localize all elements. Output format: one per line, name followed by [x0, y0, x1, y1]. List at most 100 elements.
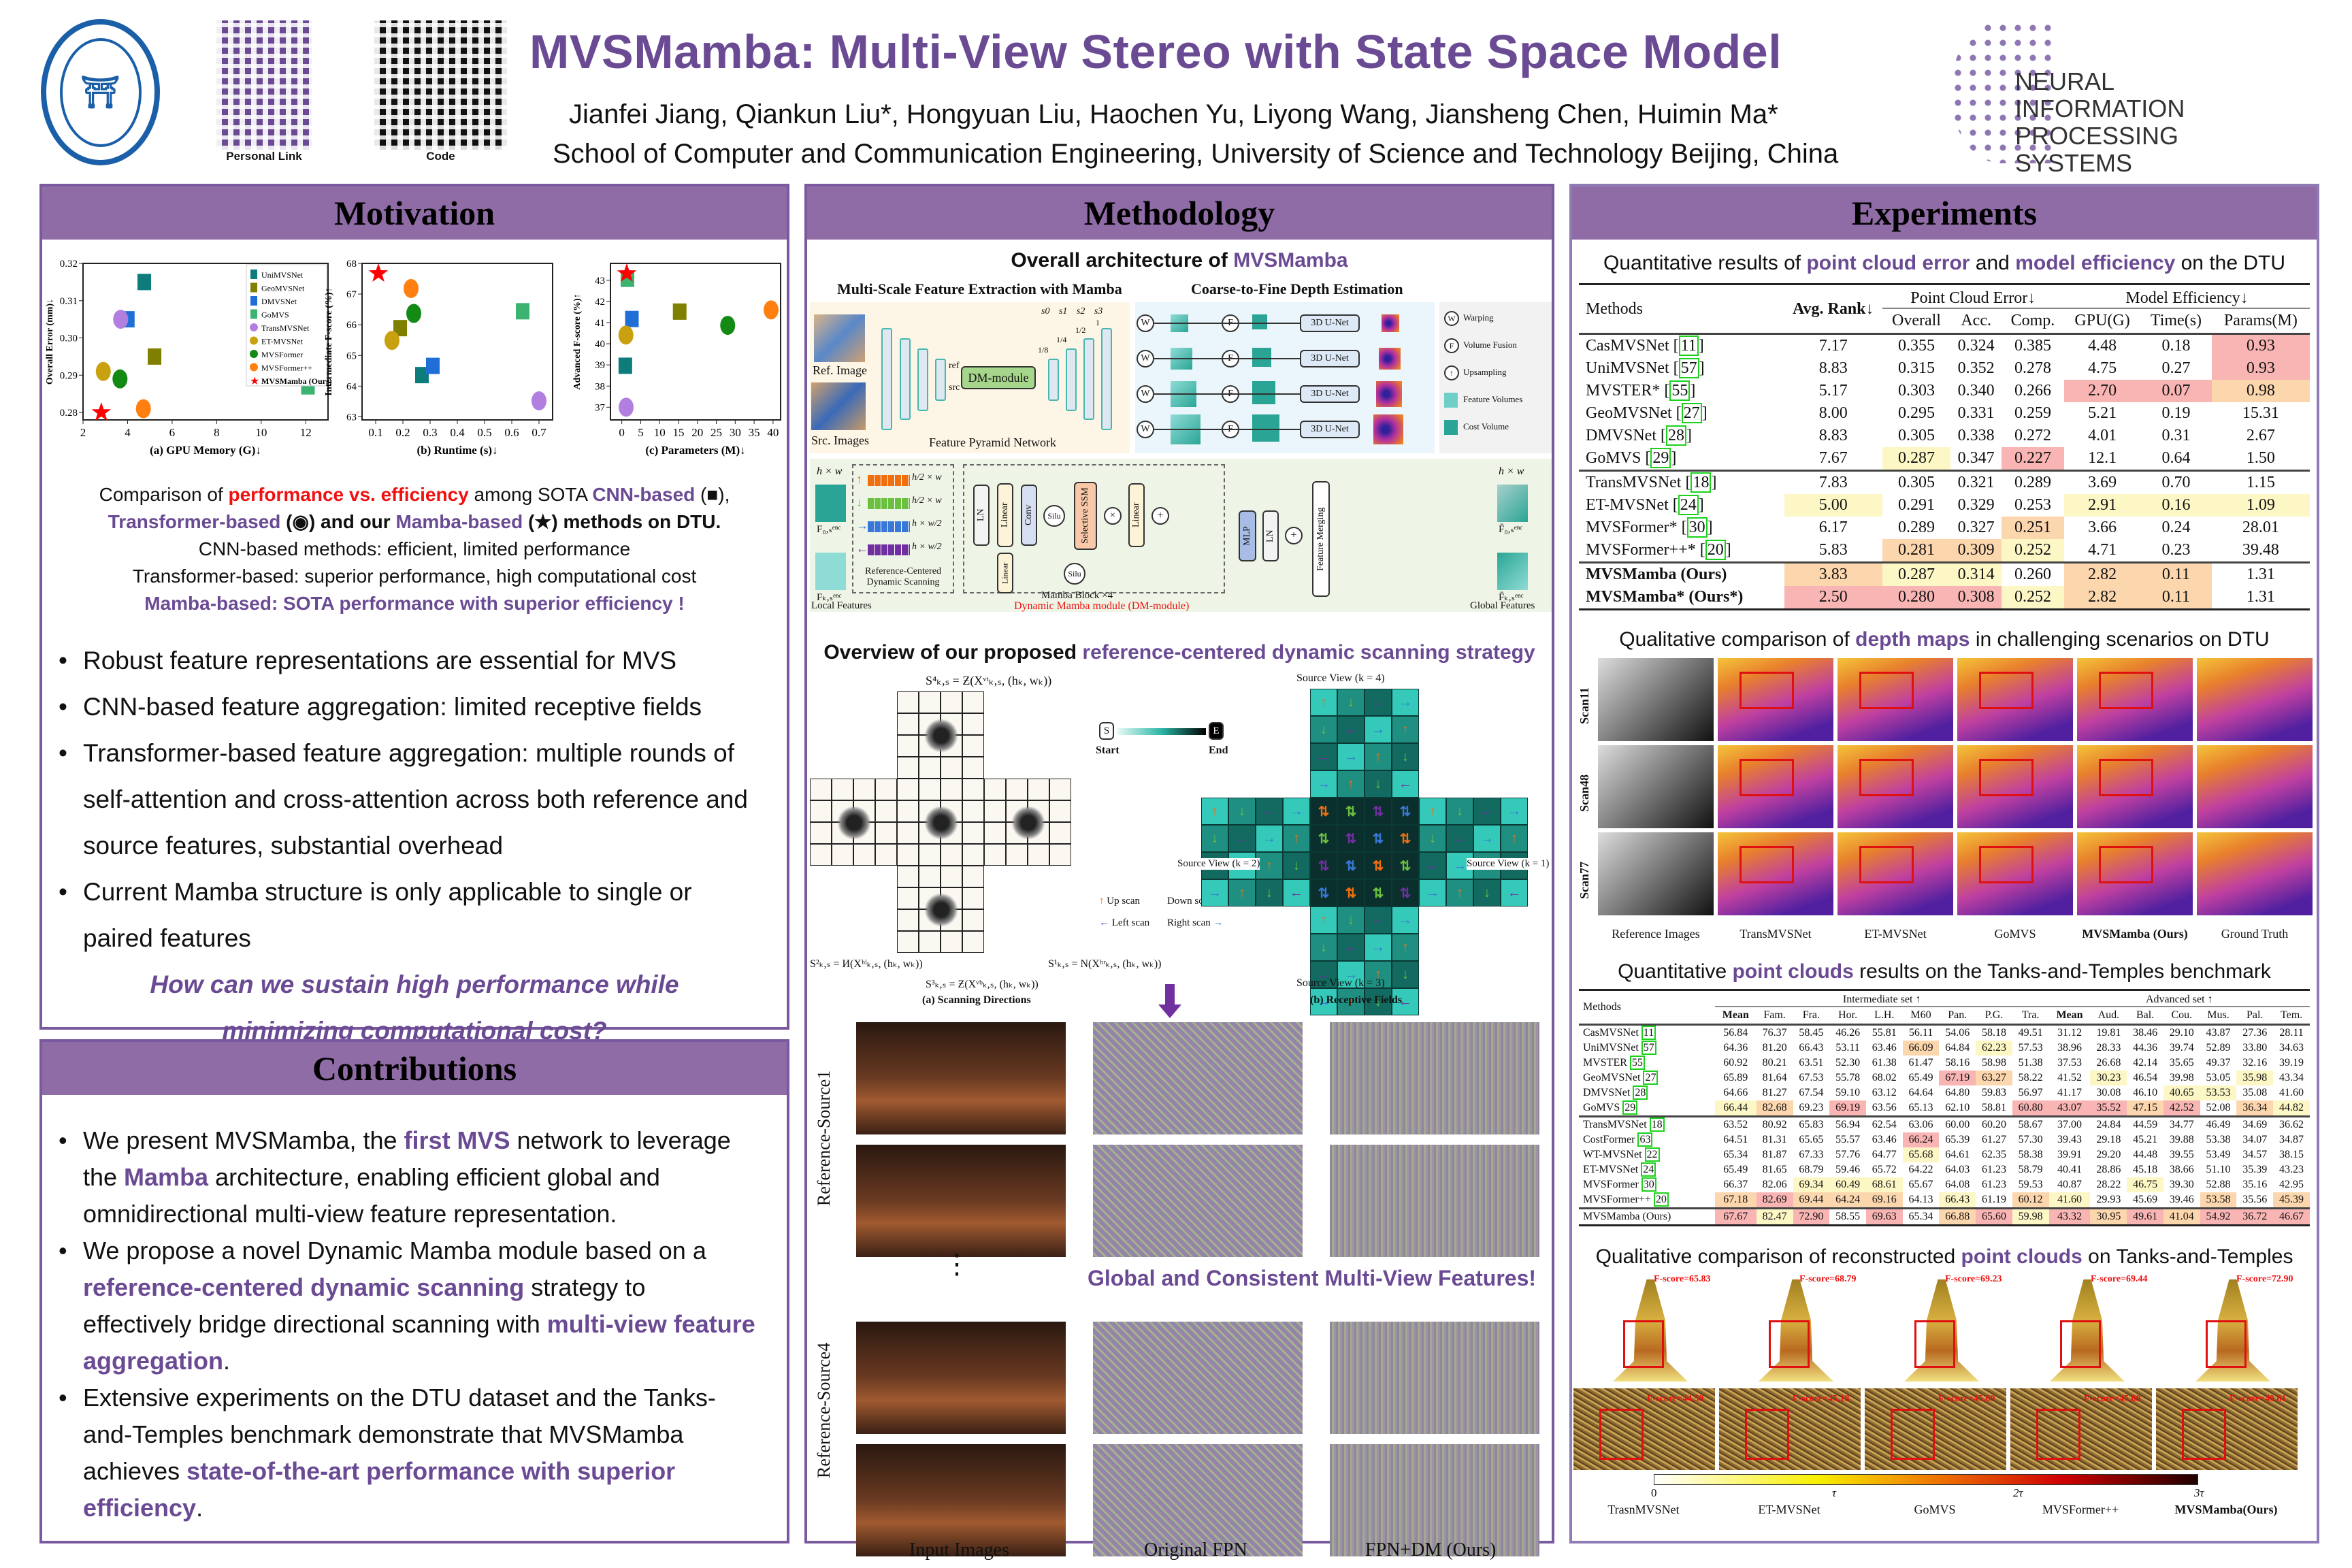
- citation-link[interactable]: 24: [1641, 1162, 1656, 1177]
- citation-link[interactable]: 63: [1637, 1132, 1653, 1147]
- citation-link[interactable]: 29: [1650, 448, 1671, 468]
- x-axis-label: (a) GPU Memory (G)↓: [150, 444, 261, 457]
- table-cell: 64.61: [1945, 1149, 1970, 1160]
- scan-shape-label: h × w/2: [912, 519, 942, 529]
- table-cell: 41.52: [2057, 1072, 2082, 1083]
- input-image: [856, 1444, 1066, 1556]
- method-label: CasMVSNet: [1583, 1027, 1642, 1039]
- receptive-cell: ↑: [1201, 798, 1228, 825]
- group-header: Point Cloud Error↓: [1882, 285, 2065, 309]
- citation-link[interactable]: 20: [1653, 1192, 1669, 1207]
- citation-link[interactable]: 30: [1686, 517, 1708, 538]
- table-cell: 62.35: [1981, 1149, 2006, 1160]
- table-cell: 60.20: [1981, 1119, 2006, 1130]
- depth-map-output: [1373, 414, 1403, 444]
- citation-link[interactable]: 27: [1681, 403, 1702, 423]
- citation-link[interactable]: 27: [1643, 1071, 1659, 1085]
- table-cell: 61.38: [1872, 1057, 1897, 1068]
- table-cell: 4.48: [2088, 337, 2117, 355]
- table-cell: 26.68: [2096, 1057, 2121, 1068]
- table-cell: 8.00: [1818, 404, 1848, 422]
- methodology-panel: Methodology Overall architecture of MVSM…: [804, 184, 1554, 1561]
- method-label: CasMVSNet [: [1586, 337, 1679, 355]
- citation-link[interactable]: 24: [1678, 495, 1699, 515]
- qr-personal-link[interactable]: Personal Link: [216, 20, 312, 163]
- citation-link[interactable]: 18: [1649, 1117, 1665, 1132]
- table-cell: 0.289: [2014, 474, 2051, 491]
- table-cell: 54.06: [1945, 1027, 1970, 1039]
- table-cell: 80.92: [1762, 1119, 1787, 1130]
- scan-cell: [897, 909, 919, 931]
- ballroom-point-cloud: [1865, 1388, 2006, 1470]
- table-cell: 2.67: [2246, 427, 2275, 444]
- text-segment: .: [196, 1494, 203, 1522]
- table-cell: 1.09: [2211, 494, 2310, 517]
- table-cell: 0.24: [2161, 519, 2191, 536]
- citation-link[interactable]: 20: [1705, 540, 1726, 560]
- citation-link[interactable]: 28: [1633, 1085, 1648, 1100]
- citation-link[interactable]: 28: [1666, 425, 1686, 446]
- fscore-label: F-score=69.23: [1945, 1274, 2002, 1284]
- receptive-cell: ↓: [1392, 961, 1419, 988]
- highlight-text: point clouds: [1961, 1245, 2082, 1268]
- fscore-label: F-score=68.79: [1799, 1274, 1857, 1284]
- citation-link[interactable]: 11: [1678, 336, 1699, 356]
- scan-cell: [941, 757, 962, 779]
- scan-cell: [875, 779, 897, 800]
- table-cell: 64.51: [1723, 1134, 1748, 1145]
- scan-direction-arrow-icon: ←: [856, 542, 868, 555]
- legend-label: GoMVS: [261, 310, 289, 320]
- table-cell: 66.43: [1799, 1042, 1824, 1054]
- receptive-cell: →: [1310, 770, 1337, 798]
- reference-image: [1598, 832, 1714, 915]
- neurips-dots-icon: [1950, 20, 2053, 163]
- method-name: GoMVS [29]: [1579, 447, 1784, 471]
- citation-link[interactable]: 57: [1641, 1041, 1656, 1055]
- table-cell: 49.61: [2127, 1208, 2163, 1224]
- citation-link[interactable]: 55: [1669, 380, 1690, 401]
- multiply-node: ×: [1104, 507, 1122, 525]
- qr-code-link[interactable]: Code: [374, 20, 507, 163]
- arch-legend-label: Upsampling: [1463, 367, 1507, 377]
- legend-marker: [250, 270, 257, 279]
- bullet: Transformer-based feature aggregation: m…: [49, 730, 760, 869]
- table-cell: 0.278: [2014, 359, 2051, 377]
- column-header: Cou.: [2171, 1009, 2193, 1021]
- table-cell: 45.21: [2133, 1134, 2158, 1145]
- citation-link[interactable]: 29: [1622, 1100, 1638, 1115]
- table-cell: 31.12: [2057, 1027, 2082, 1039]
- scan-cell: [962, 931, 984, 953]
- receptive-cell: →: [1365, 934, 1392, 961]
- table-cell: 62.54: [1872, 1119, 1897, 1130]
- down-arrow-icon: [1165, 984, 1175, 1007]
- method-name: MVSFormer++* [20]: [1579, 539, 1784, 563]
- receptive-cell: →: [1337, 961, 1365, 988]
- citation-link[interactable]: 57: [1678, 358, 1699, 378]
- fraction-label: 1/8: [1038, 345, 1049, 355]
- citation-link[interactable]: 55: [1629, 1056, 1645, 1070]
- receptive-cell: →: [1256, 825, 1283, 852]
- column-header: Fam.: [1763, 1009, 1786, 1021]
- hw-label: h × w: [1499, 466, 1524, 477]
- highlight-text: depth maps: [1855, 628, 1970, 651]
- table-cell: 28.86: [2096, 1164, 2121, 1175]
- column-header: Aud.: [2097, 1009, 2120, 1021]
- citation-link[interactable]: 30: [1641, 1177, 1656, 1192]
- data-point-MVSFormer: [112, 369, 128, 389]
- scan-cell: [875, 844, 897, 866]
- scan-cell: [897, 735, 919, 757]
- citation-link[interactable]: 11: [1641, 1026, 1656, 1040]
- scan-cell: [897, 800, 919, 822]
- legend-box: [246, 264, 327, 387]
- citation-link[interactable]: 18: [1690, 472, 1712, 493]
- citation-link[interactable]: 22: [1644, 1147, 1660, 1162]
- fpn-layer: [935, 359, 946, 401]
- colorbar-tick-label: 0: [1651, 1486, 1657, 1499]
